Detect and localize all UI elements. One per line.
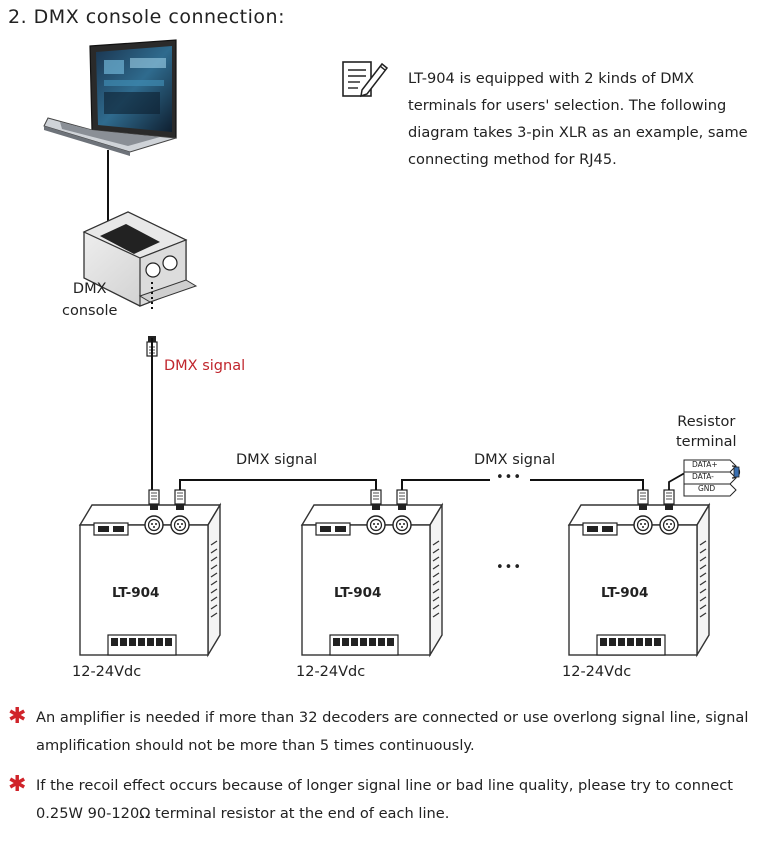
wire-gnd: GND [698, 484, 716, 493]
note-text: LT-904 is equipped with 2 kinds of DMX t… [408, 70, 748, 168]
laptop-icon [43, 39, 177, 156]
decoder-1-power: 12-24Vdc [72, 664, 142, 680]
wire-data-plus: DATA+ [692, 460, 718, 469]
decoder-1-model: LT-904 [112, 585, 160, 601]
decoder-1 [78, 502, 222, 658]
wire-data-minus: DATA- [692, 472, 714, 481]
section-heading: 2. DMX console connection: [8, 6, 285, 28]
dmx-signal-label-1: DMX signal [236, 452, 318, 468]
decoder-3 [567, 502, 711, 658]
dmx-console-device [82, 211, 198, 307]
console-label: DMX console [62, 281, 118, 319]
decoder-2-power: 12-24Vdc [296, 664, 366, 680]
connection-diagram [43, 39, 741, 658]
decoder-3-power: 12-24Vdc [562, 664, 632, 680]
asterisk-icon: ✱ [8, 772, 27, 797]
dmx-signal-red-label: DMX signal [164, 358, 246, 374]
note-pencil-icon [342, 61, 389, 98]
decoders-ellipsis: ••• [496, 560, 523, 575]
decoder-3-model: LT-904 [601, 585, 649, 601]
resistor-terminal [683, 459, 741, 497]
decoder-2-model: LT-904 [334, 585, 382, 601]
asterisk-icon: ✱ [8, 704, 27, 729]
dmx-signal-label-2: DMX signal [474, 452, 556, 468]
chain-ellipsis: ••• [496, 470, 523, 485]
decoder-2 [300, 502, 444, 658]
resistor-label: Resistor terminal [676, 414, 737, 450]
